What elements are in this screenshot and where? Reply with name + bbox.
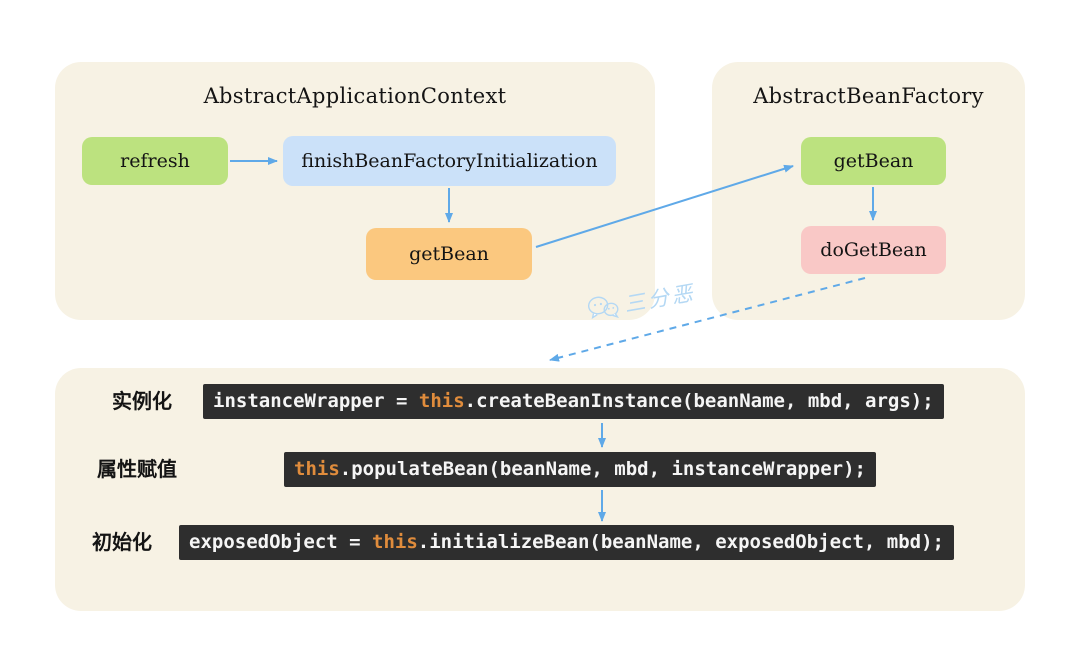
label-instantiation: 实例化 — [112, 389, 172, 413]
code-keyword-this: this — [372, 531, 418, 553]
code-line-instantiation: instanceWrapper = this.createBeanInstanc… — [203, 384, 944, 419]
node-finish-bean-factory-initialization: finishBeanFactoryInitialization — [283, 136, 616, 186]
code-text: .createBeanInstance(beanName, mbd, args)… — [464, 390, 934, 412]
code-line-initialize-bean: exposedObject = this.initializeBean(bean… — [179, 525, 954, 560]
code-text: instanceWrapper = — [213, 390, 419, 412]
node-do-get-bean: doGetBean — [801, 226, 946, 274]
label-property-population: 属性赋值 — [97, 457, 177, 481]
code-text: .populateBean(beanName, mbd, instanceWra… — [339, 458, 866, 480]
code-line-populate-bean: this.populateBean(beanName, mbd, instanc… — [284, 452, 876, 487]
code-keyword-this: this — [418, 390, 465, 412]
code-text: exposedObject = — [189, 531, 373, 553]
node-get-bean-context: getBean — [366, 228, 532, 280]
panel-abstract-bean-factory: AbstractBeanFactory getBean doGetBean — [712, 62, 1025, 320]
label-initialization: 初始化 — [92, 530, 152, 554]
code-text: .initializeBean(beanName, exposedObject,… — [417, 531, 944, 553]
panel-bean-lifecycle: 实例化 instanceWrapper = this.createBeanIns… — [55, 368, 1025, 611]
panel-abstract-application-context: AbstractApplicationContext refresh finis… — [55, 62, 655, 320]
wechat-chat-icon — [587, 296, 620, 320]
node-get-bean-factory: getBean — [801, 137, 946, 185]
panel-title-abstract-application-context: AbstractApplicationContext — [203, 84, 507, 108]
panel-title-abstract-bean-factory: AbstractBeanFactory — [753, 84, 984, 108]
node-refresh: refresh — [82, 137, 228, 185]
code-keyword-this: this — [294, 458, 340, 480]
